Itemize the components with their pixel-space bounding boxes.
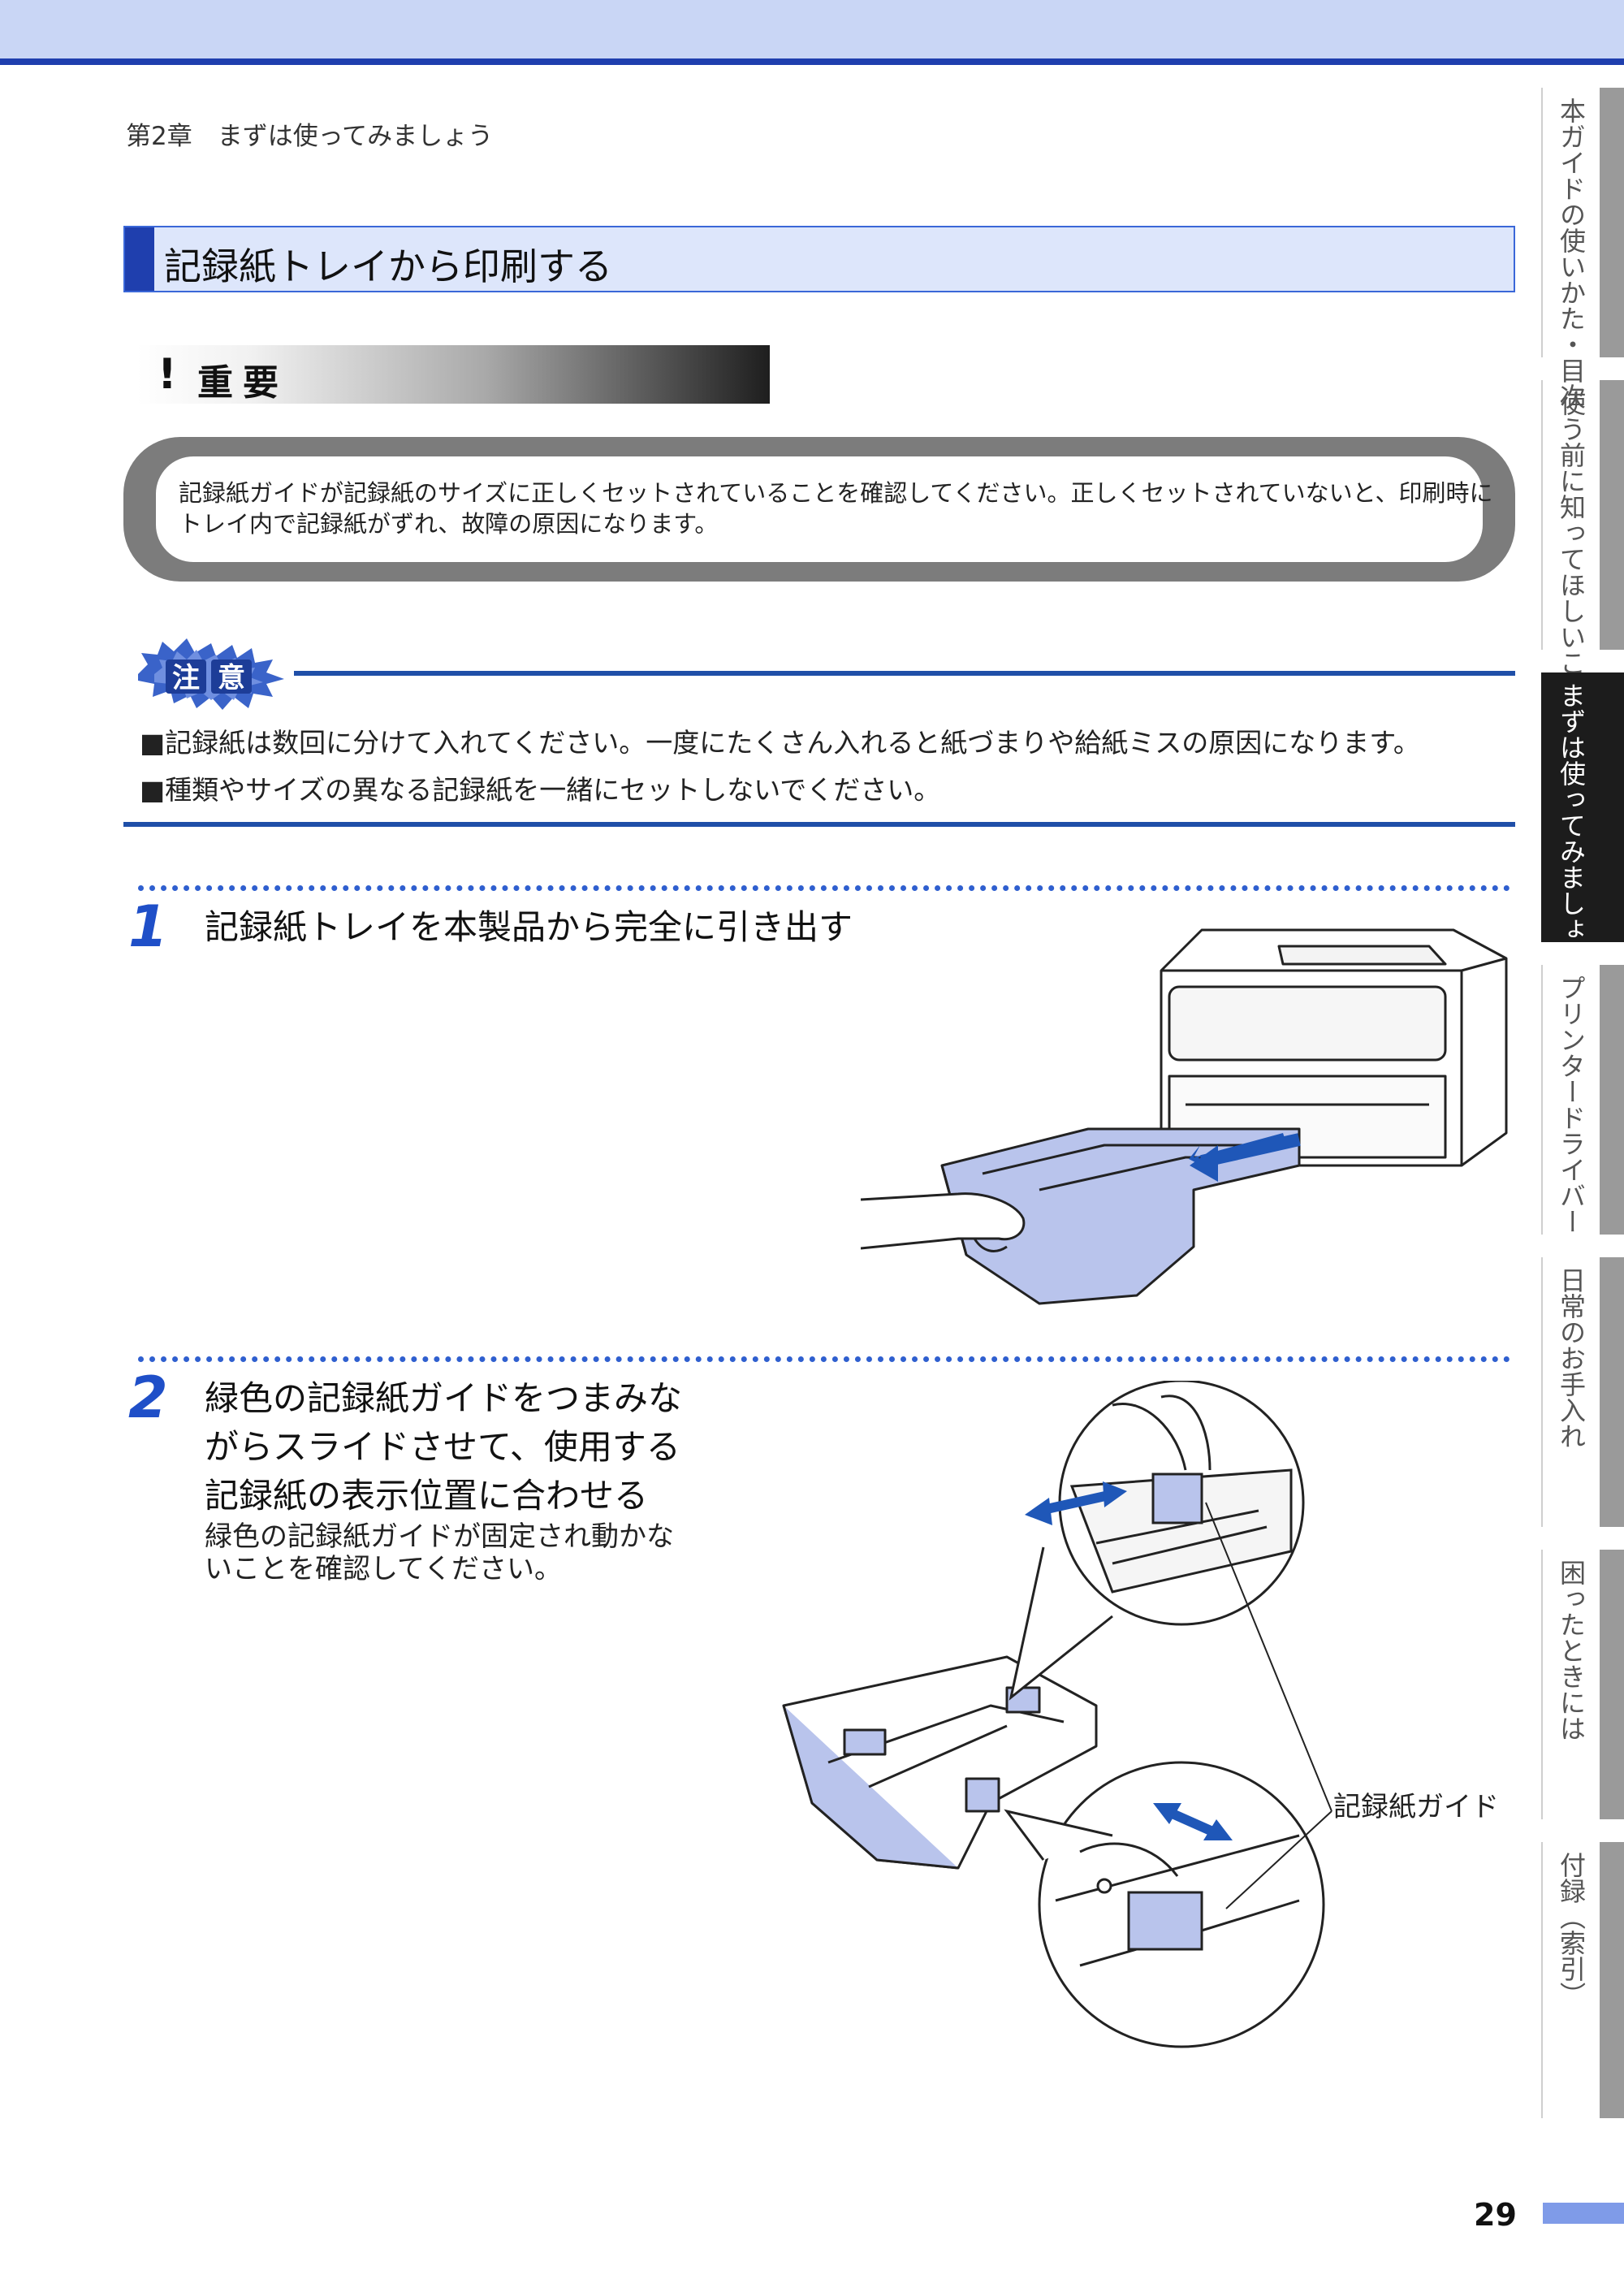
- side-tab-printer-driver[interactable]: プリンタードライバー: [1541, 965, 1624, 1235]
- side-tab-maintenance[interactable]: 日常のお手入れ: [1541, 1257, 1624, 1527]
- section-heading-bar: [125, 227, 154, 291]
- step-2-title-line-3: 記録紙の表示位置に合わせる: [205, 1476, 649, 1516]
- important-text: 記録紙ガイドが記録紙のサイズに正しくセットされていることを確認してください。正し…: [179, 479, 1493, 538]
- section-title: 記録紙トレイから印刷する: [164, 244, 612, 288]
- side-tab-label: 付録（索引）: [1556, 1852, 1587, 2008]
- side-tab-appendix[interactable]: 付録（索引）: [1541, 1842, 1624, 2118]
- exclamation-icon: !: [158, 350, 177, 399]
- chapter-heading: 第2章 まずは使ってみましょう: [126, 122, 494, 151]
- step-2-body-line-1: 緑色の記録紙ガイドが固定され動かな: [205, 1520, 674, 1553]
- side-tab-label: 本ガイドの使いかた・目次: [1556, 97, 1587, 409]
- page-number-bar: [1543, 2203, 1624, 2224]
- step-separator-2: [138, 1356, 1510, 1362]
- important-label-text: 重要: [197, 362, 288, 404]
- caution-badge-char-2: 意: [218, 662, 245, 694]
- side-tab-label: 困ったときには: [1556, 1559, 1587, 1741]
- side-tab-getting-started[interactable]: まずは使ってみましょう: [1541, 672, 1624, 968]
- side-tab-troubleshooting[interactable]: 困ったときには: [1541, 1550, 1624, 1819]
- side-tab-guide-toc[interactable]: 本ガイドの使いかた・目次: [1541, 88, 1624, 409]
- paper-guide-illustration: [782, 1381, 1332, 2048]
- page-number: 29: [1474, 2197, 1517, 2233]
- paper-guide-callout: 記録紙ガイド: [1333, 1791, 1499, 1823]
- top-band: [0, 0, 1624, 58]
- step-2-title-line-2: がらスライドさせて、使用する: [205, 1427, 680, 1467]
- side-tab-label: プリンタードライバー: [1556, 975, 1587, 1235]
- side-tab-before-use[interactable]: 使う前に知ってほしいこと: [1541, 380, 1624, 702]
- side-tab-label: まずは使ってみましょう: [1556, 682, 1587, 968]
- step-2-body-line-2: いことを確認してください。: [205, 1553, 562, 1585]
- caution-badge-char-1: 注: [172, 662, 200, 694]
- caution-badge: 注 意: [130, 632, 292, 713]
- step-title-1: 記録紙トレイを本製品から完全に引き出す: [205, 907, 853, 947]
- step-separator-1: [138, 885, 1510, 891]
- caution-item-2: ■種類やサイズの異なる記録紙を一緒にセットしないでください。: [140, 774, 941, 806]
- side-tab-label: 使う前に知ってほしいこと: [1556, 390, 1587, 702]
- step-2-title-line-1: 緑色の記録紙ガイドをつまみな: [205, 1378, 683, 1418]
- caution-item-1: ■記録紙は数回に分けて入れてください。一度にたくさん入れると紙づまりや給紙ミスの…: [140, 727, 1420, 759]
- important-label: ! 重要: [136, 345, 770, 404]
- caution-rule: [294, 671, 1515, 676]
- important-box: [123, 437, 1515, 582]
- caution-bottom-rule: [123, 822, 1515, 827]
- side-tab-label: 日常のお手入れ: [1556, 1267, 1587, 1449]
- step-number-2: 2: [128, 1364, 168, 1431]
- step-number-1: 1: [128, 893, 168, 960]
- printer-tray-illustration: [861, 928, 1508, 1305]
- section-heading: 記録紙トレイから印刷する: [123, 226, 1515, 292]
- top-rule: [0, 58, 1624, 65]
